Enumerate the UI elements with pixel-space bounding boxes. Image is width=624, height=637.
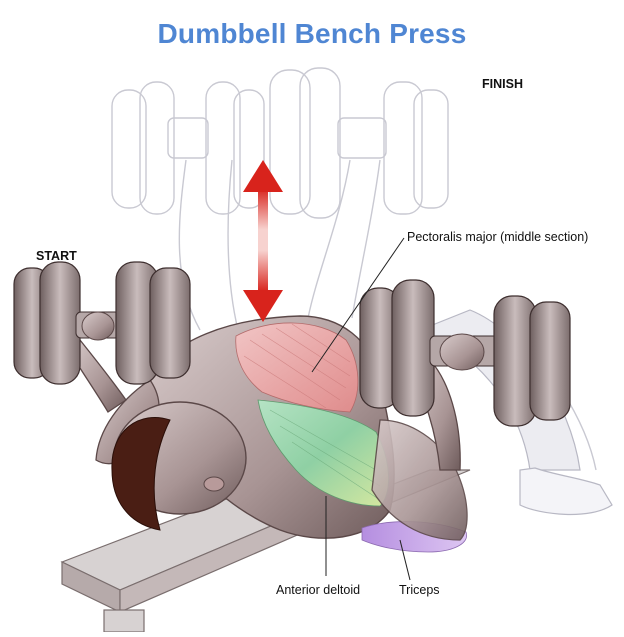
leader-lines (311, 237, 411, 581)
pectoralis-leader-line (311, 237, 405, 373)
anterior-deltoid-label: Anterior deltoid (276, 583, 361, 597)
triceps-leader-line (399, 539, 411, 581)
finish-left-dumbbell (111, 81, 265, 215)
head (111, 401, 247, 531)
deltoid-fibers (269, 409, 381, 501)
anterior-deltoid-muscle (257, 399, 389, 507)
pectoralis-fibers (243, 323, 351, 409)
pectoralis-major-muscle (235, 322, 359, 413)
pectoralis-label: Pectoralis major (middle section) (407, 230, 589, 244)
start-left-dumbbell (13, 261, 191, 385)
movement-arrow (243, 160, 283, 322)
page-title: Dumbbell Bench Press (157, 18, 467, 49)
triceps-label: Triceps (399, 583, 440, 597)
finish-right-dumbbell (269, 67, 449, 219)
start-label: START (36, 249, 77, 263)
finish-label: FINISH (482, 77, 523, 91)
right-arm (371, 419, 468, 541)
start-right-dumbbell (359, 279, 571, 427)
